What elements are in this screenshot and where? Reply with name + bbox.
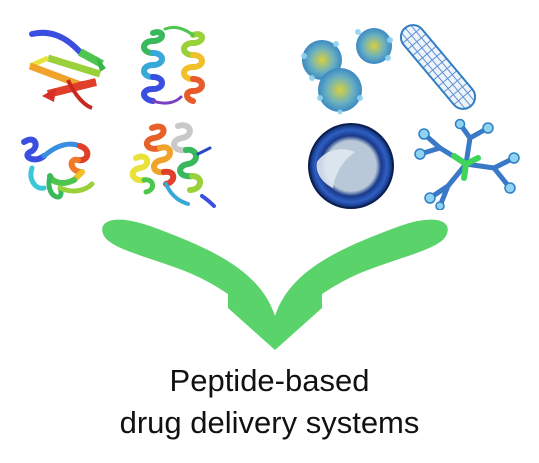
- ribbon-beta-sheet-icon: [28, 29, 106, 110]
- caption-line-2: drug delivery systems: [119, 405, 420, 440]
- nanoparticles-icon: [301, 28, 393, 115]
- figure-caption: Peptide-based drug delivery systems: [0, 360, 539, 444]
- ribbon-mixed-fold-icon: [21, 136, 95, 200]
- liposome-cross-section-icon: [308, 123, 394, 209]
- ribbon-helix-hairpin-icon: [141, 25, 205, 105]
- beta-sheet-peptide: [10, 22, 120, 112]
- helix-hairpin-peptide: [135, 25, 215, 110]
- merge-arrow: [90, 210, 460, 350]
- caption-line-1: Peptide-based: [169, 363, 370, 398]
- ribbon-helix-bundle-icon: [129, 122, 216, 208]
- liposome: [303, 122, 399, 210]
- mixed-fold-peptide: [14, 128, 99, 208]
- nanotube: [398, 22, 478, 112]
- helix-bundle-peptide: [122, 118, 222, 210]
- dendrimer: [410, 118, 532, 210]
- nanoparticle-cluster: [292, 20, 402, 115]
- dendrimer-icon: [414, 118, 520, 210]
- merge-arrow-icon: [102, 219, 448, 350]
- carbon-nanotube-icon: [399, 24, 477, 110]
